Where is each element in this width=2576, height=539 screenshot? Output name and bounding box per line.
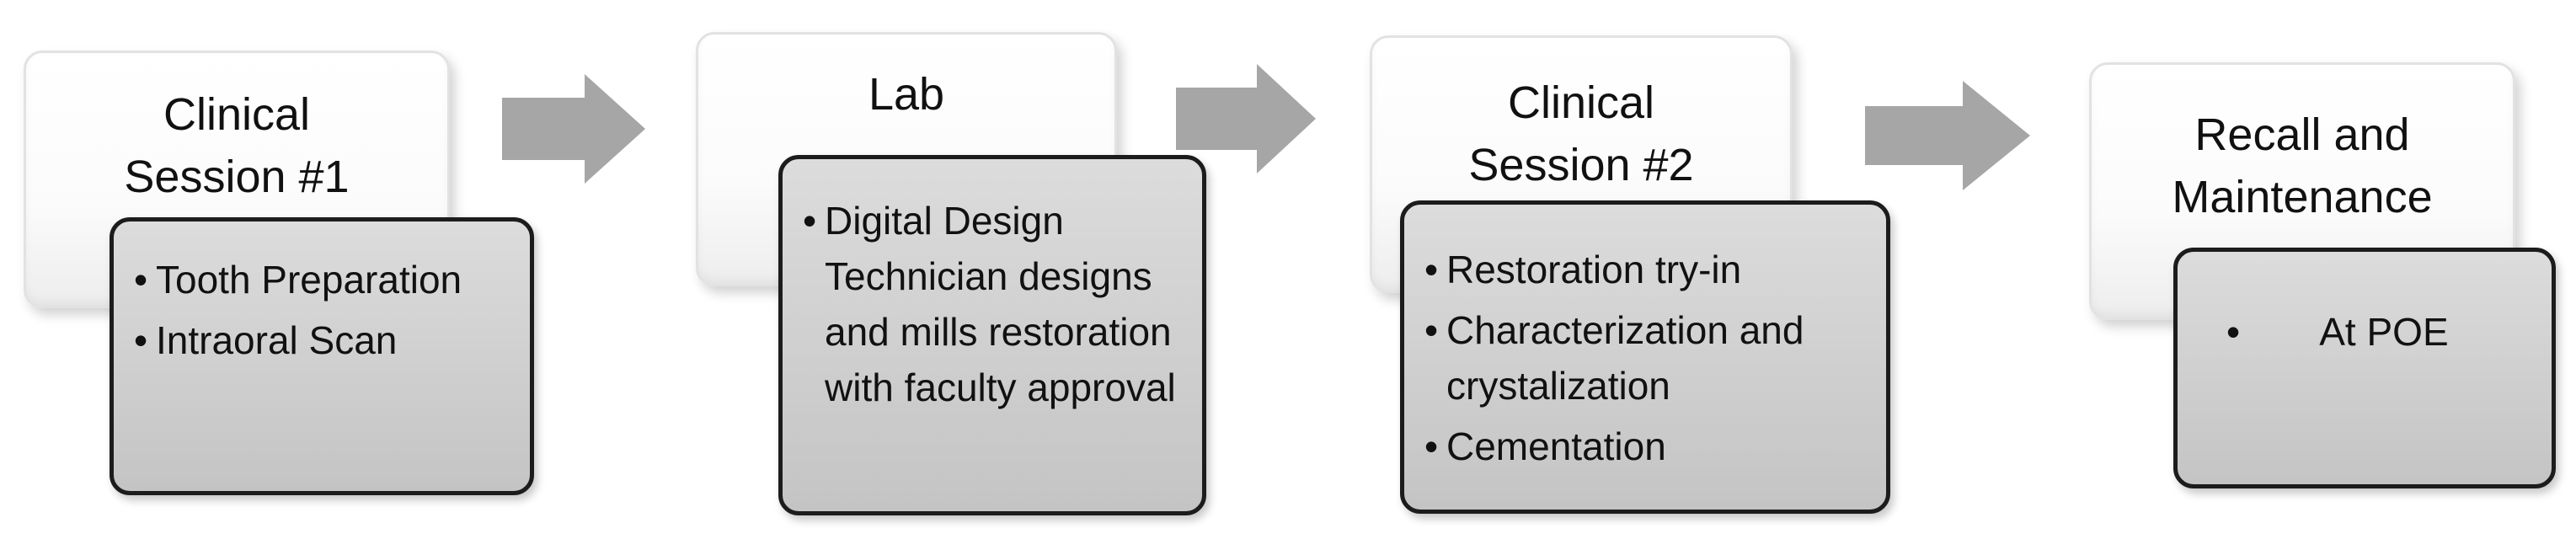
list-item-text: Digital Design Technician designs and mi…	[825, 199, 1176, 409]
stage-detail-box: • Digital Design Technician designs and …	[778, 155, 1206, 515]
list-item: • At POE	[2226, 310, 2449, 354]
detail-list: • Restoration try-in • Characterization …	[1424, 242, 1866, 474]
flow-arrow-icon	[1865, 81, 2030, 190]
flow-arrow-icon	[1176, 64, 1316, 173]
list-item: • Intraoral Scan	[134, 318, 398, 362]
stage-detail-box: • Restoration try-in • Characterization …	[1400, 200, 1890, 514]
flow-arrow-icon	[502, 74, 645, 184]
list-item-text: Tooth Preparation	[156, 258, 462, 302]
stage-detail-box: • Tooth Preparation • Intraoral Scan	[110, 217, 534, 495]
stage-title: Recall and Maintenance	[2172, 109, 2433, 222]
detail-list: • Tooth Preparation • Intraoral Scan	[134, 252, 510, 368]
list-item-text: Cementation	[1446, 424, 1666, 468]
stage-detail-box: • At POE	[2173, 248, 2556, 488]
stage-title: Lab	[868, 69, 945, 120]
list-item: • Tooth Preparation	[134, 258, 462, 302]
list-item-text: Restoration try-in	[1446, 248, 1742, 291]
list-item: • Characterization and crystalization	[1424, 308, 1804, 408]
list-item: • Restoration try-in	[1424, 248, 1742, 291]
list-item-text: At POE	[2319, 310, 2449, 354]
stage-title: Clinical Session #2	[1468, 77, 1694, 190]
stage-title: Clinical Session #1	[124, 89, 350, 202]
list-item-text: Characterization and crystalization	[1446, 308, 1804, 408]
detail-list: • Digital Design Technician designs and …	[803, 193, 1182, 415]
list-item: • Cementation	[1424, 424, 1666, 468]
list-item-text: Intraoral Scan	[156, 318, 398, 362]
detail-list: • At POE	[2198, 304, 2531, 360]
list-item: • Digital Design Technician designs and …	[803, 199, 1176, 409]
